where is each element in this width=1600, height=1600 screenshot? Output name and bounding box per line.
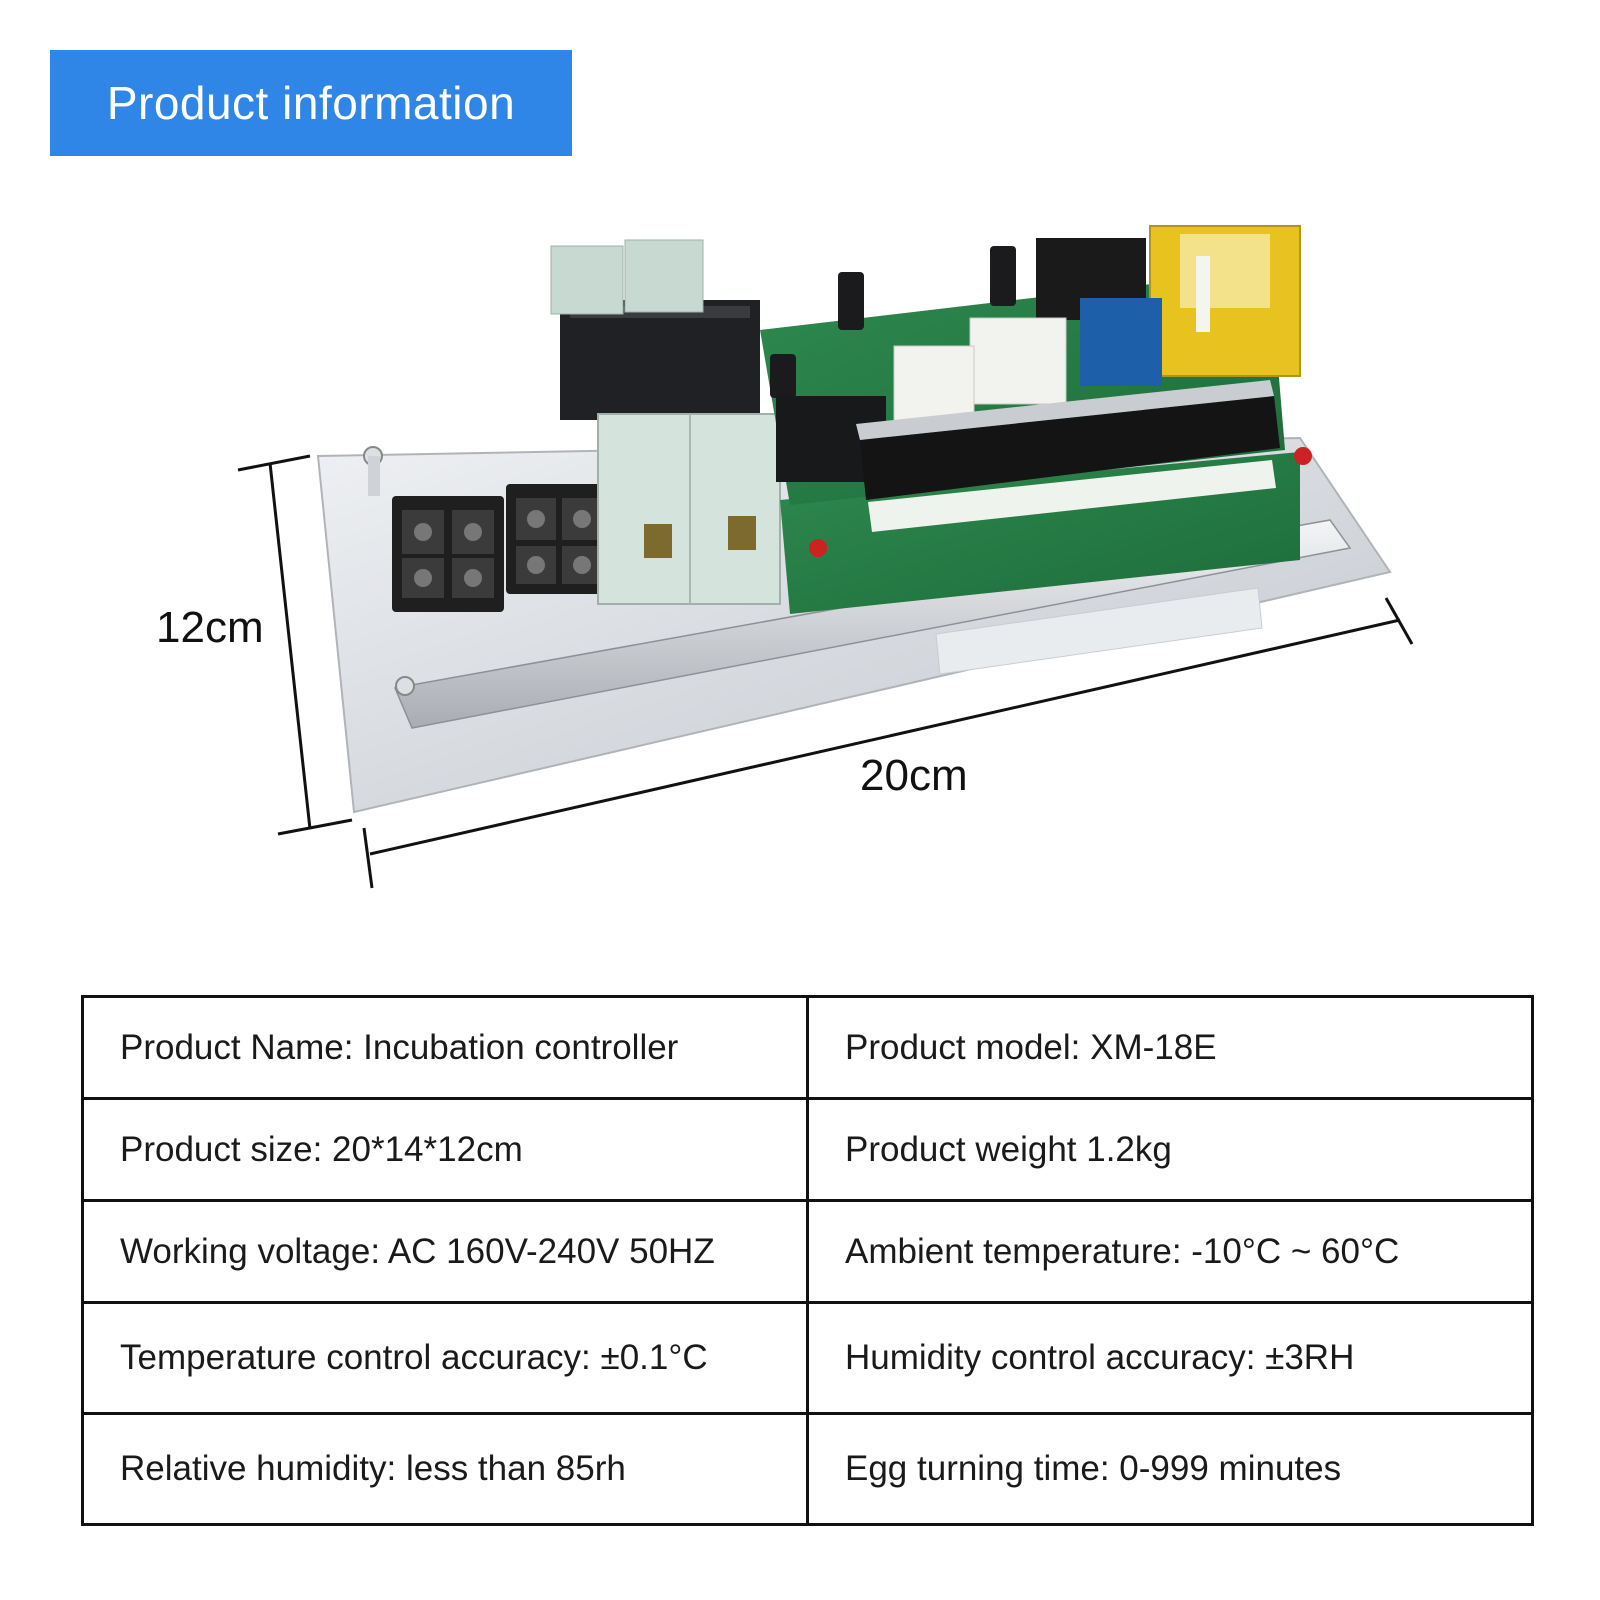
- rocker-switch: [392, 496, 504, 612]
- capacitor: [838, 272, 864, 330]
- spec-cell: Egg turning time: 0-999 minutes: [806, 1412, 1534, 1526]
- plate-label: [935, 587, 1263, 675]
- width-label: 20cm: [860, 751, 968, 800]
- table-row: Product Name: Incubation controller Prod…: [81, 995, 1534, 1100]
- standoff: [395, 676, 415, 696]
- capacitor: [770, 354, 796, 398]
- spec-table: Product Name: Incubation controller Prod…: [81, 995, 1534, 1526]
- spec-cell: Ambient temperature: -10°C ~ 60°C: [806, 1199, 1534, 1304]
- table-row: Relative humidity: less than 85rh Egg tu…: [81, 1412, 1534, 1526]
- red-screw: [1294, 447, 1312, 465]
- height-label: 12cm: [156, 603, 264, 652]
- product-information-banner: Product information: [50, 50, 572, 156]
- spec-cell: Product Name: Incubation controller: [81, 995, 809, 1100]
- spec-cell: Product weight 1.2kg: [806, 1097, 1534, 1202]
- breaker-module: [597, 413, 781, 605]
- spec-cell: Temperature control accuracy: ±0.1°C: [81, 1301, 809, 1415]
- relay: [893, 345, 975, 423]
- relay: [969, 317, 1067, 405]
- label-strip: [868, 460, 1276, 532]
- spec-cell: Product model: XM-18E: [806, 995, 1534, 1100]
- product-photo: 12cm 20cm: [156, 225, 1414, 889]
- width-dimension: [362, 597, 1414, 889]
- spec-cell: Working voltage: AC 160V-240V 50HZ: [81, 1199, 809, 1304]
- terminal-block: [550, 245, 624, 315]
- spec-cell: Humidity control accuracy: ±3RH: [806, 1301, 1534, 1415]
- display-housing: [560, 300, 760, 420]
- height-dimension: [237, 454, 353, 836]
- table-row: Working voltage: AC 160V-240V 50HZ Ambie…: [81, 1199, 1534, 1304]
- capacitor: [990, 246, 1016, 306]
- banner-title: Product information: [106, 77, 516, 129]
- terminal-strip: [860, 396, 1280, 500]
- relay: [1080, 298, 1162, 386]
- spec-cell: Relative humidity: less than 85rh: [81, 1412, 809, 1526]
- red-screw: [809, 539, 827, 557]
- table-row: Product size: 20*14*12cm Product weight …: [81, 1097, 1534, 1202]
- terminal-block: [624, 239, 704, 313]
- rocker-switch: [506, 484, 612, 594]
- table-row: Temperature control accuracy: ±0.1°C Hum…: [81, 1301, 1534, 1415]
- spec-cell: Product size: 20*14*12cm: [81, 1097, 809, 1202]
